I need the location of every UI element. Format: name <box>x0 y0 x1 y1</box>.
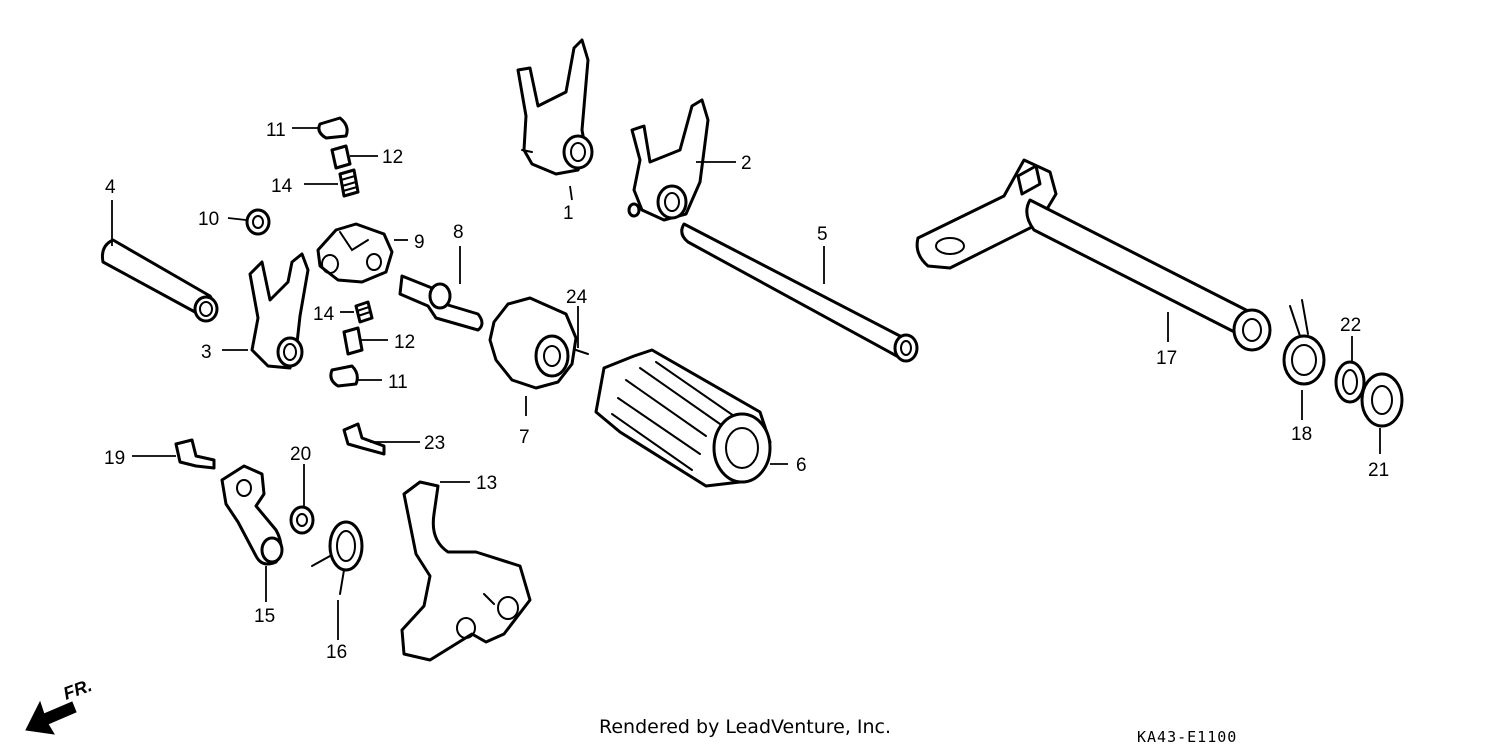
callout-2: 2 <box>741 153 752 174</box>
callout-20: 20 <box>290 444 311 465</box>
part-17-gearshift-spindle <box>915 158 1272 352</box>
part-3-shift-fork <box>248 252 310 370</box>
part-18-return-spring <box>1282 299 1326 386</box>
callout-14-top: 14 <box>271 176 293 197</box>
callout-11-top: 11 <box>266 120 286 141</box>
callout-17: 17 <box>1156 348 1177 369</box>
part-9-stopper-cam <box>316 222 394 284</box>
callout-22: 22 <box>1340 315 1361 336</box>
front-marker-label: FR. <box>61 675 95 704</box>
part-14-spring-top <box>338 168 360 198</box>
callout-10: 10 <box>198 209 219 230</box>
part-4-guide-shaft <box>101 238 219 323</box>
callout-8: 8 <box>453 222 464 243</box>
callout-15: 15 <box>254 606 275 627</box>
part-12-plunger-top <box>330 144 352 170</box>
callout-19: 19 <box>104 448 125 469</box>
callout-12-mid: 12 <box>394 332 415 353</box>
part-14-spring-mid <box>354 300 374 324</box>
part-20-washer <box>289 505 315 535</box>
callout-21: 21 <box>1368 460 1389 481</box>
part-16-spring <box>311 520 364 595</box>
callout-16: 16 <box>326 642 347 663</box>
part-23-bolt <box>342 422 386 456</box>
part-13-plate <box>400 480 532 662</box>
callout-13: 13 <box>476 473 497 494</box>
callout-23: 23 <box>424 433 445 454</box>
callout-4: 4 <box>105 177 116 198</box>
part-15-stopper-arm <box>220 464 284 566</box>
callout-12-top: 12 <box>382 147 403 168</box>
part-12-plunger-mid <box>342 326 364 356</box>
callout-3: 3 <box>201 342 212 363</box>
callout-7: 7 <box>519 427 530 448</box>
callout-6: 6 <box>796 455 807 476</box>
leader-lines <box>111 127 1381 640</box>
callout-labels: 1 2 3 4 5 6 7 8 9 10 11 12 14 14 12 11 1… <box>104 120 1389 663</box>
part-22-snap-ring <box>1334 360 1366 404</box>
callout-18: 18 <box>1291 424 1312 445</box>
part-24-pin <box>575 349 589 355</box>
diagram-code: KA43-E1100 <box>1137 728 1238 746</box>
part-2-shift-fork <box>627 98 710 222</box>
part-7-drum-center <box>488 296 578 390</box>
part-5-fork-shaft <box>680 222 919 363</box>
part-11-cap-top <box>317 116 349 140</box>
part-19-bolt <box>174 438 216 470</box>
part-10-bolt <box>245 208 271 236</box>
part-6-shift-drum <box>594 348 772 488</box>
callout-1: 1 <box>563 203 574 224</box>
part-11-cap-mid <box>329 364 359 388</box>
front-direction-arrow: FR. <box>25 675 95 735</box>
callout-11-mid: 11 <box>388 372 408 393</box>
footer-credit: Rendered by LeadVenture, Inc. <box>599 716 892 738</box>
callout-5: 5 <box>817 224 828 245</box>
callout-24: 24 <box>566 287 588 308</box>
part-1-shift-fork <box>516 38 594 176</box>
part-8-pin <box>398 274 484 332</box>
part-21-washer <box>1360 372 1404 428</box>
callout-9: 9 <box>414 232 425 253</box>
callout-14-mid: 14 <box>313 304 335 325</box>
